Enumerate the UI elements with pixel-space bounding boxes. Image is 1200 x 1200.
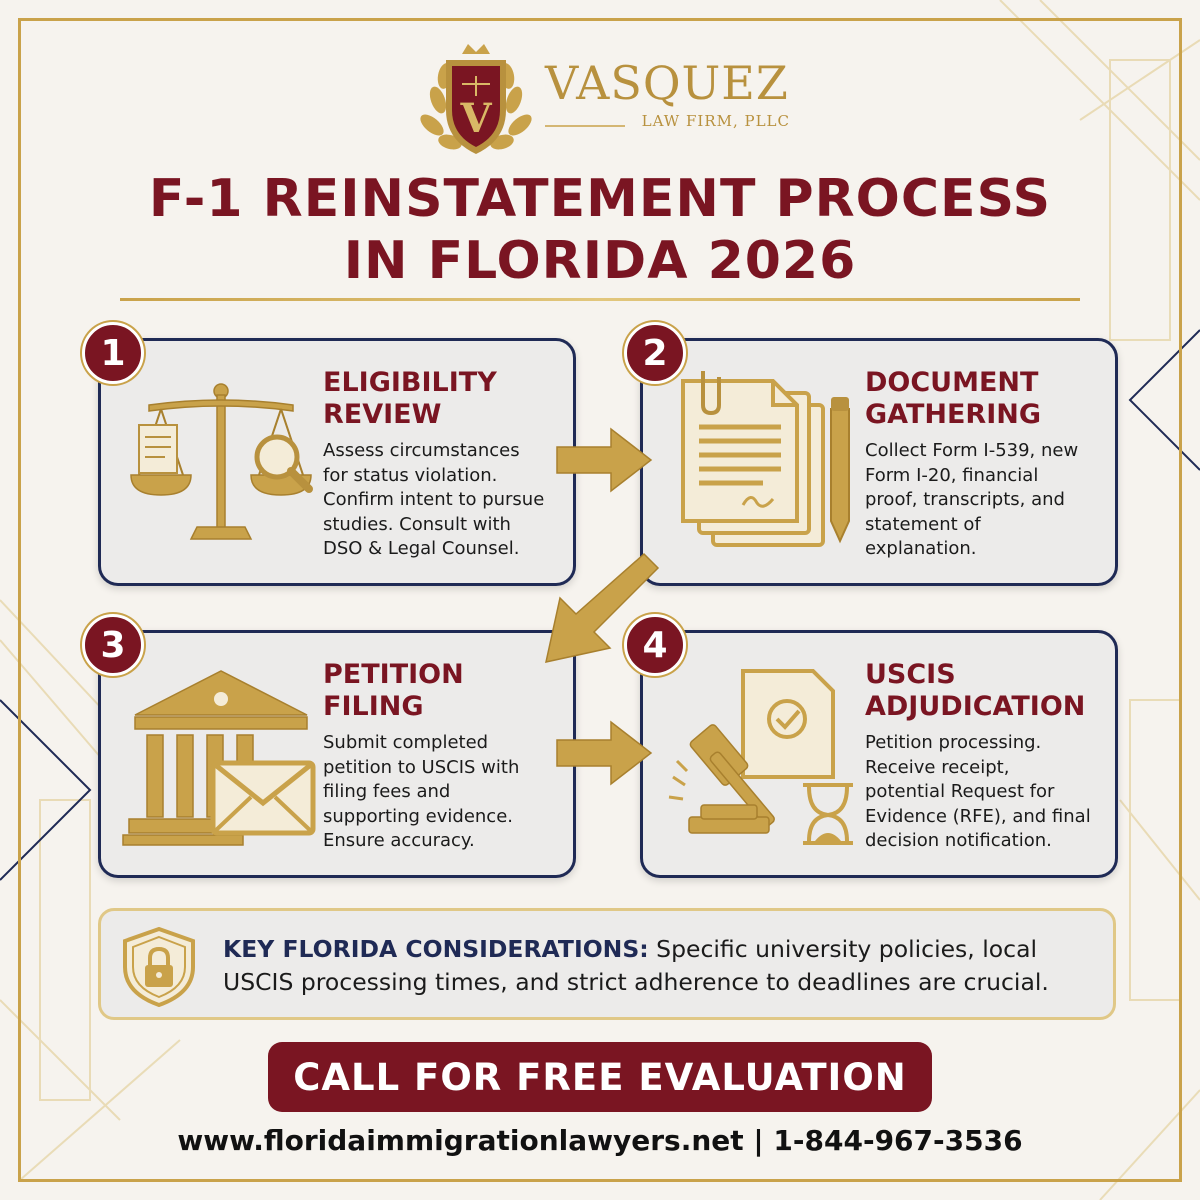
step-description-line: Confirm intent to pursue [323, 489, 545, 510]
step-description-line: Collect Form I-539, new [865, 440, 1079, 461]
step-description-line: Evidence (RFE), and final [865, 805, 1091, 827]
step-description: Petition processing. Receive receipt, po… [865, 731, 1115, 854]
step-description-line: Submit completed [323, 732, 489, 753]
step-number-badge: 2 [624, 322, 686, 384]
call-for-free-evaluation-button[interactable]: CALL FOR FREE EVALUATION [268, 1042, 932, 1112]
step-description: Submit completed petition to USCIS with … [323, 731, 573, 854]
firm-subtitle: LAW FIRM, PLLC [641, 112, 790, 130]
step-description-line: DSO & Legal Counsel. [323, 538, 520, 559]
step-card-petition-filing: PETITION FILING Submit completed petitio… [98, 630, 576, 878]
step-title-line: PETITION [323, 659, 464, 690]
step-title-line: USCIS [865, 659, 956, 690]
step-description-line: statement of [865, 513, 981, 535]
step-title: PETITION FILING [323, 659, 573, 723]
step-title-line: FILING [323, 691, 424, 722]
considerations-line-1: KEY FLORIDA CONSIDERATIONS: Specific uni… [223, 933, 1103, 966]
arrow-diagonal-icon [545, 552, 660, 663]
step-title-line: REVIEW [323, 399, 442, 430]
step-number-badge: 4 [624, 614, 686, 676]
step-number-badge: 1 [82, 322, 144, 384]
firm-name: VASQUEZ [545, 56, 789, 110]
gold-frame [18, 18, 1182, 1182]
key-considerations-box: KEY FLORIDA CONSIDERATIONS: Specific uni… [98, 908, 1116, 1020]
step-description: Assess circumstances for status violatio… [323, 439, 573, 562]
step-title-line: GATHERING [865, 399, 1042, 430]
step-description-line: supporting evidence. [323, 805, 513, 827]
step-title: ELIGIBILITY REVIEW [323, 367, 573, 431]
step-description-line: potential Request for [865, 781, 1055, 802]
title-line-1: F-1 REINSTATEMENT PROCESS [148, 169, 1052, 229]
considerations-line-2: USCIS processing times, and strict adher… [223, 968, 1049, 996]
step-title: DOCUMENT GATHERING [865, 367, 1115, 431]
step-description-line: Form I-20, financial [865, 464, 1039, 486]
shield-letter: V [459, 95, 492, 142]
title-line-2: IN FLORIDA 2026 [343, 231, 857, 291]
step-description-line: explanation. [865, 538, 977, 559]
firm-wordmark: VASQUEZ LAW FIRM, PLLC [545, 58, 790, 130]
step-title-line: DOCUMENT [865, 367, 1039, 398]
considerations-line-1-text: Specific university policies, local [656, 935, 1037, 963]
shield-lock-icon [123, 927, 195, 1007]
firm-logo-emblem: V [420, 44, 625, 154]
step-number-badge: 3 [82, 614, 144, 676]
contact-info[interactable]: www.floridaimmigrationlawyers.net | 1-84… [177, 1124, 1023, 1157]
step-description: Collect Form I-539, new Form I-20, finan… [865, 439, 1115, 562]
step-title: USCIS ADJUDICATION [865, 659, 1115, 723]
considerations-text: KEY FLORIDA CONSIDERATIONS: Specific uni… [223, 933, 1103, 999]
step-description-line: Assess circumstances [323, 440, 520, 461]
arrow-right-icon [556, 720, 653, 786]
step-card-document-gathering: DOCUMENT GATHERING Collect Form I-539, n… [640, 338, 1118, 586]
gavel-hourglass-icon [668, 669, 853, 845]
step-description-line: Receive receipt, [865, 756, 1010, 778]
step-description-line: proof, transcripts, and [865, 489, 1065, 510]
arrow-right-icon [556, 427, 653, 493]
step-description-line: Ensure accuracy. [323, 830, 475, 851]
scales-of-justice-icon [130, 383, 313, 540]
courthouse-envelope-icon [122, 670, 316, 846]
step-title-line: ADJUDICATION [865, 691, 1086, 722]
page-title: F-1 REINSTATEMENT PROCESS IN FLORIDA 202… [0, 168, 1200, 292]
step-description-line: studies. Consult with [323, 513, 511, 535]
step-card-eligibility-review: ELIGIBILITY REVIEW Assess circumstances … [98, 338, 576, 586]
documents-pen-icon [681, 371, 850, 547]
step-description-line: for status violation. [323, 464, 498, 486]
step-title-line: ELIGIBILITY [323, 367, 497, 398]
step-description-line: Petition processing. [865, 732, 1042, 753]
step-description-line: petition to USCIS with [323, 756, 520, 778]
step-description-line: decision notification. [865, 830, 1052, 851]
step-card-uscis-adjudication: USCIS ADJUDICATION Petition processing. … [640, 630, 1118, 878]
considerations-label: KEY FLORIDA CONSIDERATIONS: [223, 935, 649, 963]
step-description-line: filing fees and [323, 781, 451, 802]
title-divider [120, 298, 1080, 301]
